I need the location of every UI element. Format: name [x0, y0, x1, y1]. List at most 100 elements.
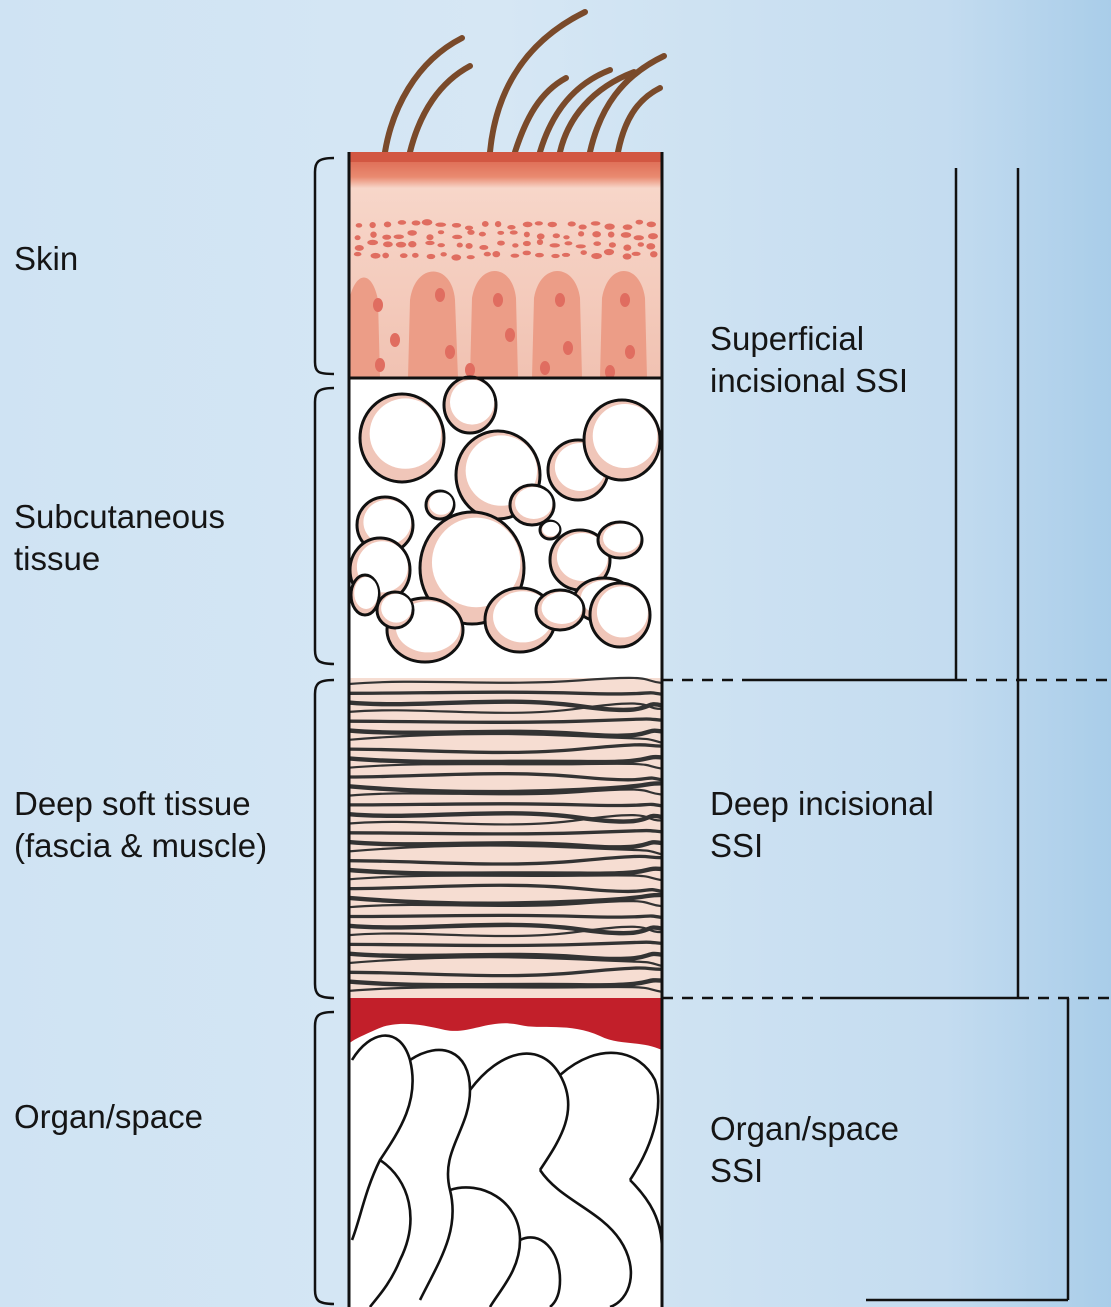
skin-cell-dot: [562, 253, 570, 257]
skin-cell-dot: [465, 226, 473, 231]
skin-cell-dot: [623, 253, 632, 259]
skin-cell-dot: [484, 252, 491, 257]
skin-cell-dot: [634, 235, 644, 240]
skin-cell-dot: [451, 254, 461, 260]
hair-strands: [385, 12, 664, 152]
label-organ-space-ssi: Organ/space SSI: [710, 1108, 899, 1192]
skin-cell-dot: [375, 358, 385, 372]
skin-cell-dot: [382, 235, 391, 240]
skin-cell-dot: [540, 361, 550, 375]
skin-cell-dot: [591, 253, 602, 259]
skin-cell-dot: [523, 241, 531, 246]
skin-cell-dot: [537, 239, 543, 245]
skin-cell-dot: [593, 241, 601, 246]
skin-cell-dot: [355, 235, 361, 240]
fascia-muscle-illustration: [349, 678, 662, 998]
fat-cell-highlight: [603, 524, 640, 553]
fat-cell-highlight: [515, 487, 552, 519]
skin-cell-dot: [625, 345, 635, 359]
fat-cell-highlight: [429, 492, 453, 514]
label-deep-line-1: Deep incisional: [710, 783, 934, 825]
skin-cell-dot: [523, 222, 533, 228]
skin-cell-dot: [563, 341, 573, 355]
label-deep-line-2: SSI: [710, 825, 934, 867]
skin-cell-dot: [452, 223, 461, 228]
skin-cell-dot: [412, 220, 421, 225]
skin-cell-dot: [609, 242, 616, 248]
skin-cell-dot: [356, 223, 363, 228]
skin-cell-dot: [623, 245, 631, 251]
skin-cell-dot: [495, 221, 501, 227]
skin-cell-dot: [646, 243, 655, 249]
fat-cell-highlight: [542, 522, 559, 536]
skin-cell-dot: [435, 288, 445, 302]
skin-cell-dot: [576, 244, 586, 248]
skin-cell-dot: [369, 222, 375, 228]
skin-cell-dot: [549, 243, 560, 247]
skin-cell-dot: [564, 241, 572, 245]
label-deep-incisional-ssi: Deep incisional SSI: [710, 783, 934, 867]
skin-cell-dot: [551, 254, 559, 258]
skin-cell-dot: [355, 245, 364, 251]
skin-cell-dot: [493, 293, 503, 307]
skin-cell-dot: [580, 250, 586, 255]
skin-cell-dot: [425, 241, 434, 245]
skin-cell-dot: [412, 253, 419, 258]
skin-cell-dot: [408, 241, 416, 247]
brace-skin: [315, 158, 334, 374]
fat-cell-highlight: [354, 577, 378, 609]
skin-cell-dot: [383, 241, 393, 247]
label-organ-space-ssi-line-2: SSI: [710, 1150, 899, 1192]
skin-cell-dot: [620, 293, 630, 307]
skin-cell-dot: [382, 253, 389, 259]
skin-cell-dot: [568, 221, 576, 226]
skin-cell-dot: [398, 220, 406, 225]
skin-cell-dot: [438, 230, 444, 234]
skin-layer-illustration: [349, 152, 662, 379]
skin-cell-dot: [440, 252, 446, 256]
skin-cell-dot: [507, 225, 515, 230]
skin-cell-dot: [371, 253, 381, 259]
skin-cell-dot: [604, 223, 614, 229]
skin-cell-dot: [373, 298, 383, 312]
skin-cell-dot: [523, 251, 531, 256]
skin-cell-dot: [354, 252, 362, 256]
label-deep-soft-tissue: Deep soft tissue (fascia & muscle): [14, 783, 267, 867]
skin-cell-dot: [535, 221, 543, 225]
skin-cell-dot: [367, 240, 378, 245]
skin-cell-dot: [638, 242, 644, 247]
skin-cell-dot: [384, 222, 391, 228]
skin-cell-dot: [604, 249, 614, 255]
label-superficial-line-1: Superficial: [710, 318, 908, 360]
skin-cell-dot: [548, 222, 557, 228]
label-subcutaneous-line-1: Subcutaneous: [14, 496, 225, 538]
skin-cell-dot: [479, 245, 488, 250]
skin-cell-dot: [578, 231, 584, 236]
skin-cell-dot: [465, 363, 475, 377]
skin-cell-dot: [648, 233, 658, 239]
skin-cell-dot: [467, 230, 474, 235]
skin-cell-dot: [647, 221, 656, 227]
skin-cell-dot: [370, 231, 376, 237]
brace-deep-soft: [315, 680, 334, 998]
skin-cell-dot: [497, 241, 505, 246]
skin-cell-dot: [457, 243, 463, 248]
skin-cell-dot: [650, 251, 657, 257]
label-organ-space: Organ/space: [14, 1096, 203, 1138]
skin-cell-dot: [621, 232, 632, 238]
subcutaneous-fat-illustration: [349, 377, 662, 678]
skin-cell-dot: [524, 232, 530, 238]
label-superficial-line-2: incisional SSI: [710, 360, 908, 402]
skin-cell-dot: [537, 233, 545, 239]
skin-cell-dot: [553, 233, 560, 238]
skin-cell-dot: [445, 345, 455, 359]
skin-cell-dot: [563, 235, 569, 239]
left-braces: [315, 158, 334, 1304]
label-organ-space-ssi-line-1: Organ/space: [710, 1108, 899, 1150]
skin-cell-dot: [479, 232, 486, 237]
fat-cell-highlight: [370, 398, 441, 468]
skin-cell-dot: [407, 230, 417, 236]
skin-cell-dot: [400, 253, 408, 258]
brace-subcutaneous: [315, 388, 334, 664]
skin-cell-dot: [390, 333, 400, 347]
